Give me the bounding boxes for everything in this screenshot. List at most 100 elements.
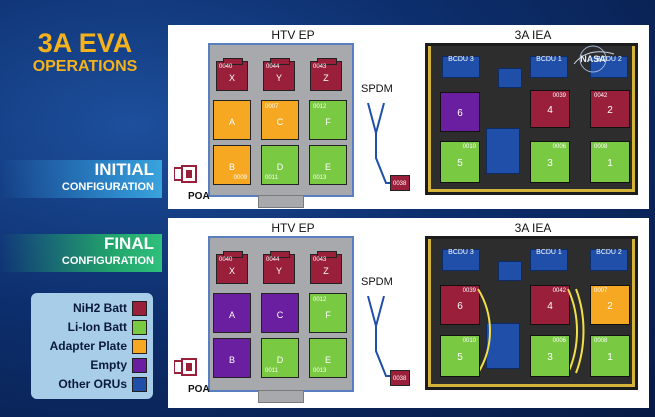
legend-swatch	[132, 300, 147, 316]
slot-number: 0009	[233, 175, 247, 181]
initial-label: INITIAL	[94, 160, 155, 179]
nasa-logo-icon: NASA	[573, 45, 615, 73]
htv-ep-label: HTV EP	[271, 28, 315, 42]
iea-board: BCDU 3 BCDU 1 BCDU 2 6 0039 4 0042 2 001…	[425, 43, 638, 195]
htv-ep-label: HTV EP	[271, 221, 315, 235]
iea-slot-1: 0008 1	[590, 335, 630, 377]
orbu-letter: Z	[323, 266, 329, 276]
slot-number: 0011	[265, 368, 278, 374]
htv-orbu-y: 0044 Y	[263, 58, 295, 91]
bcdu-2: BCDU 2	[590, 56, 628, 78]
slot-number: 0042	[594, 93, 608, 99]
orbu-letter: X	[228, 73, 235, 83]
poa-icon	[174, 358, 197, 376]
poa-label: POA	[188, 384, 210, 395]
bcdu-label: BCDU 2	[596, 56, 622, 63]
bcdu-2: BCDU 2	[590, 249, 628, 271]
slot-letter: 5	[457, 158, 463, 169]
slot-number: 0013	[313, 368, 327, 374]
slot-letter: 1	[607, 158, 613, 169]
nasa-logo-text: NASA	[580, 54, 606, 64]
slot-number: 0039	[462, 288, 476, 294]
slot-letter: D	[276, 355, 284, 365]
htv-slot-c: 0007 C	[261, 100, 299, 140]
spdm-label: SPDM	[361, 83, 393, 95]
other-oru	[486, 128, 520, 174]
bcdu-label: BCDU 1	[536, 56, 562, 63]
htv-ep-board: 0040 X 0044 Y 0043 Z A 0007 C 0012 F 000…	[208, 43, 354, 197]
other-oru	[486, 323, 520, 369]
legend-label: NiH2 Batt	[72, 301, 127, 315]
htv-orbu-z: 0043 Z	[310, 251, 342, 284]
orbu-letter: X	[228, 266, 235, 276]
slot-number: 0007	[265, 104, 279, 110]
htv-slot-f: 0012 F	[309, 293, 347, 333]
htv-ep-base	[258, 390, 304, 403]
htv-slot-f: 0012 F	[309, 100, 347, 140]
initial-sublabel: CONFIGURATION	[61, 181, 154, 193]
htv-slot-b: B	[213, 338, 251, 378]
initial-configuration-panel: HTV EP 3A IEA SPDM 0040 X 0044 Y 0043 Z …	[168, 25, 649, 209]
final-configuration-banner: FINAL CONFIGURATION	[0, 234, 162, 272]
slot-letter: A	[228, 310, 235, 320]
htv-slot-a: A	[213, 100, 251, 140]
spdm-held-orbu: 0038	[390, 175, 410, 191]
slot-number: 0012	[313, 297, 327, 303]
slot-number: 0008	[594, 144, 608, 150]
slot-letter: 3	[547, 352, 553, 363]
poa-icon	[174, 165, 197, 183]
slot-letter: B	[228, 162, 235, 172]
htv-slot-c: C	[261, 293, 299, 333]
slot-number: 0006	[552, 338, 566, 344]
legend: NiH2 Batt Li-Ion Batt Adapter Plate Empt…	[31, 293, 153, 399]
htv-slot-e: 0013 E	[309, 145, 347, 185]
iea-slot-4: 0039 4	[530, 90, 570, 128]
slot-letter: A	[228, 117, 235, 127]
slot-number: 0039	[552, 93, 566, 99]
iea-slot-5: 0010 5	[440, 335, 480, 377]
slot-letter: 6	[457, 301, 463, 312]
spdm-label: SPDM	[361, 276, 393, 288]
final-sublabel: CONFIGURATION	[61, 255, 154, 267]
slot-number: 0008	[594, 338, 608, 344]
legend-swatch	[132, 357, 147, 373]
slot-letter: C	[276, 310, 284, 320]
bcdu-3: BCDU 3	[442, 56, 480, 78]
orbu-letter: Z	[323, 73, 329, 83]
legend-label: Other ORUs	[58, 377, 127, 391]
slot-letter: E	[324, 162, 331, 172]
slot-letter: 4	[547, 105, 553, 116]
legend-item-other-orus: Other ORUs	[58, 375, 147, 393]
bcdu-1: BCDU 1	[530, 56, 568, 78]
legend-item-nih2: NiH2 Batt	[73, 299, 147, 317]
iea-slot-2: 0042 2	[590, 90, 630, 128]
iea-label: 3A IEA	[514, 28, 552, 42]
htv-orbu-y: 0044 Y	[263, 251, 295, 284]
htv-orbu-x: 0040 X	[216, 58, 248, 91]
iea-slot-3: 0006 3	[530, 141, 570, 183]
legend-item-adapter-plate: Adapter Plate	[50, 337, 147, 355]
orbu-letter: Y	[275, 266, 282, 276]
slot-letter: 2	[607, 301, 613, 312]
orbu-number: 0044	[266, 257, 280, 263]
iea-slot-2: 0007 2	[590, 285, 630, 325]
slot-letter: 5	[457, 352, 463, 363]
final-configuration-panel: HTV EP 3A IEA SPDM 0040 X 0044 Y 0043 Z …	[168, 218, 649, 408]
bcdu-label: BCDU 1	[536, 249, 562, 256]
bcdu-3: BCDU 3	[442, 249, 480, 271]
htv-slot-d: 0011 D	[261, 145, 299, 185]
title-line-2: OPERATIONS	[32, 58, 138, 75]
other-oru	[498, 261, 522, 281]
legend-label: Adapter Plate	[49, 339, 127, 353]
htv-slot-d: 0011 D	[261, 338, 299, 378]
slot-letter: E	[324, 355, 331, 365]
slot-number: 0010	[462, 338, 476, 344]
legend-swatch	[132, 319, 147, 335]
slot-number: 0042	[552, 288, 566, 294]
slot-letter: F	[325, 117, 331, 127]
iea-slot-4: 0042 4	[530, 285, 570, 325]
iea-slot-3: 0006 3	[530, 335, 570, 377]
slot-number: 0011	[265, 175, 278, 181]
slot-letter: B	[228, 355, 235, 365]
bcdu-1: BCDU 1	[530, 249, 568, 271]
